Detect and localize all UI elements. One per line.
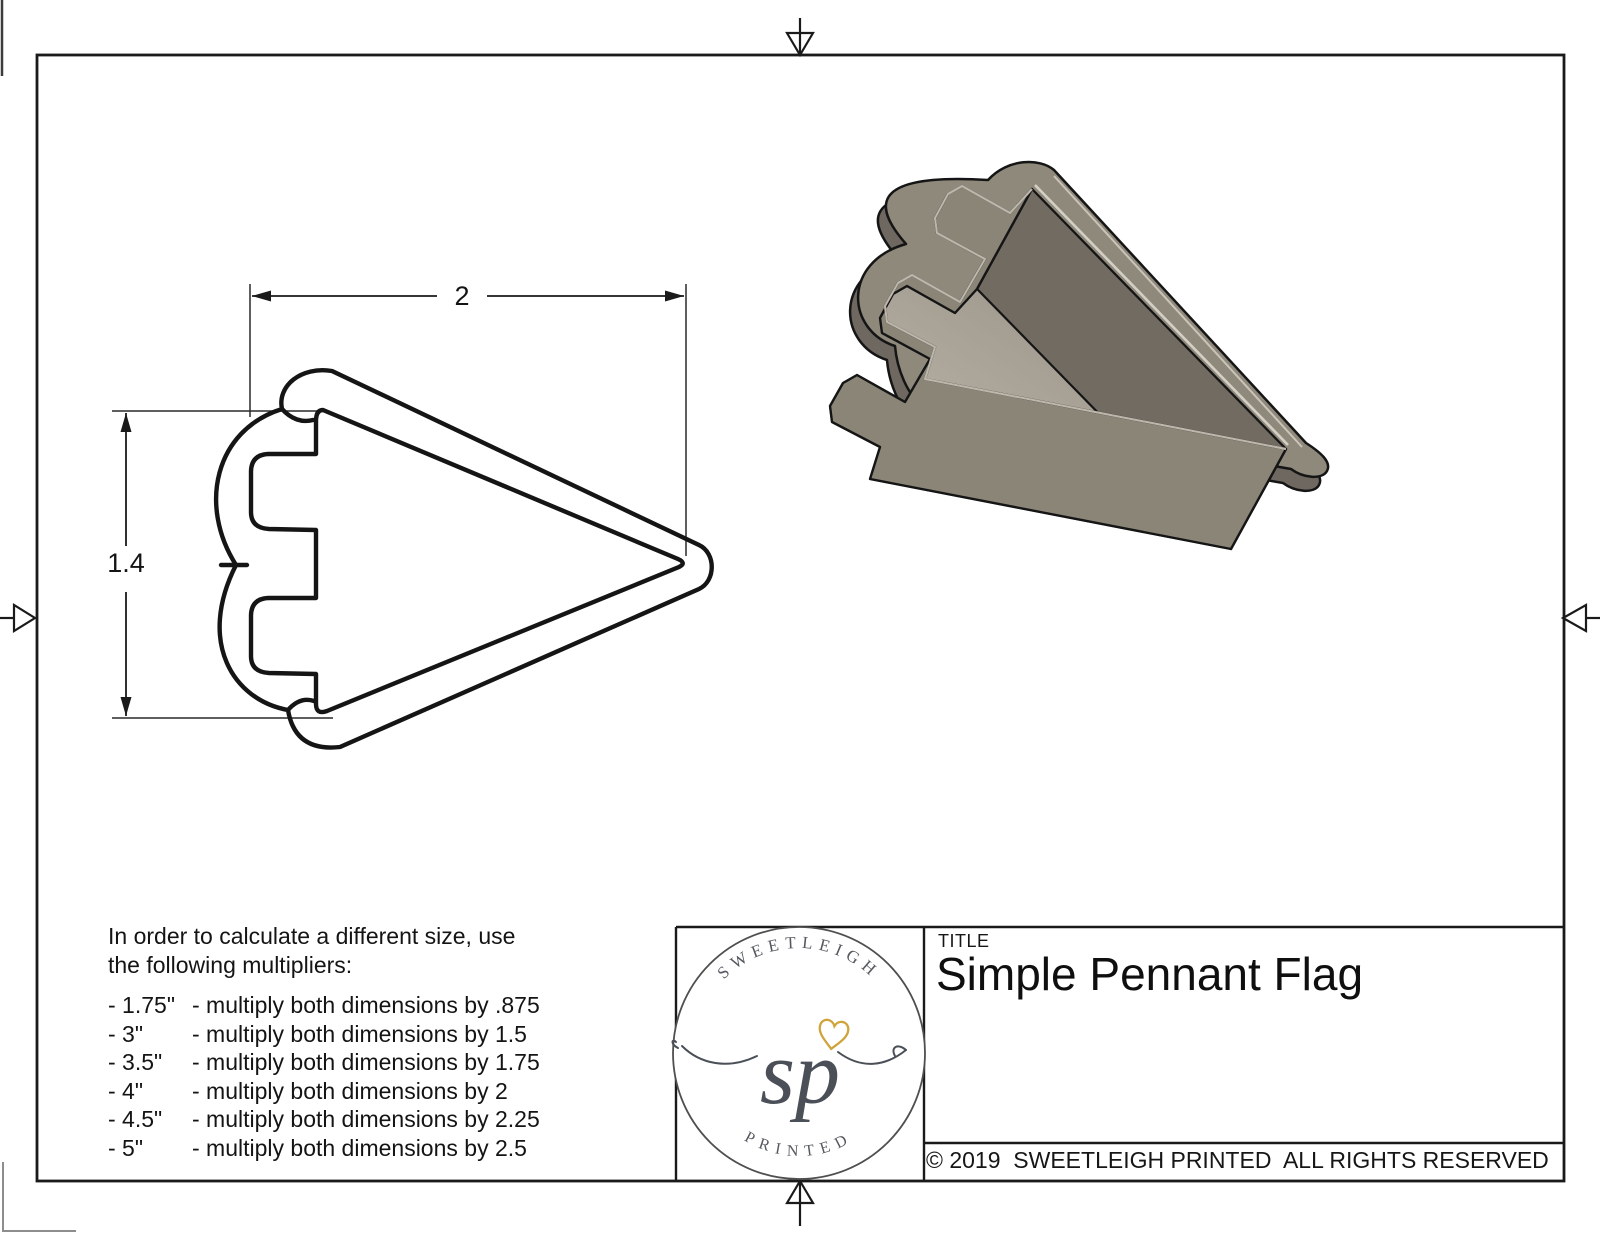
multiplier-row: - 3.5"- multiply both dimensions by 1.75 — [108, 1049, 540, 1075]
sweetleigh-logo: SWEETLEIGH PRINTED sp — [671, 926, 926, 1180]
logo-flourish — [671, 1039, 907, 1065]
logo-monogram: sp — [760, 1024, 840, 1123]
height-dimension-label: 1.4 — [107, 548, 145, 578]
page-title: Simple Pennant Flag — [936, 948, 1364, 1000]
registration-marks — [0, 18, 1600, 1226]
copyright-text: © 2019 SWEETLEIGH PRINTED ALL RIGHTS RES… — [926, 1147, 1549, 1173]
outer-outline — [213, 368, 714, 750]
hole-rim-highlight — [1034, 184, 1289, 446]
multiplier-list: - 1.75"- multiply both dimensions by .87… — [108, 991, 668, 1162]
width-dimension-label: 2 — [454, 281, 469, 311]
resize-intro: In order to calculate a different size, … — [108, 923, 516, 978]
inner-outline — [248, 407, 685, 715]
wall-rim-highlight — [883, 184, 1287, 451]
multiplier-row: - 4"- multiply both dimensions by 2 — [108, 1077, 508, 1104]
dimension-lines — [125, 295, 684, 716]
registration-mark-right-icon — [1560, 603, 1600, 633]
extension-lines — [112, 284, 687, 719]
multiplier-row: - 5"- multiply both dimensions by 2.5 — [108, 1134, 527, 1161]
scan-edge-artifacts — [0, 0, 76, 1232]
multiplier-row: - 4.5"- multiply both dimensions by 2.25 — [108, 1106, 540, 1132]
resize-instructions: In order to calculate a different size, … — [108, 922, 668, 1162]
registration-mark-bottom-icon — [785, 1178, 815, 1226]
heart-icon — [818, 1018, 850, 1051]
flange-edge-highlight — [1053, 175, 1303, 448]
multiplier-row: - 1.75"- multiply both dimensions by .87… — [108, 992, 540, 1018]
pennant-2d-drawing: 2 1.4 — [107, 281, 714, 750]
multiplier-row: - 3"- multiply both dimensions by 1.5 — [108, 1020, 527, 1047]
title-field-label: TITLE — [938, 931, 990, 951]
pennant-3d-render — [828, 160, 1330, 551]
logo-circle — [672, 926, 926, 1180]
dimension-arrowheads — [120, 290, 684, 716]
registration-mark-left-icon — [0, 603, 38, 633]
registration-mark-top-icon — [785, 18, 815, 58]
